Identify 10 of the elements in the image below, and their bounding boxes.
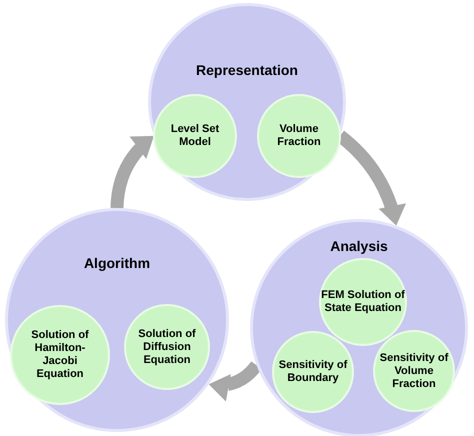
step-label: Volume Fraction xyxy=(276,123,322,149)
step-label: Sensitivity of Boundary xyxy=(278,359,348,385)
step-label: Level Set Model xyxy=(170,123,220,149)
stage-title: Analysis xyxy=(330,238,388,255)
stage-title: Algorithm xyxy=(84,255,150,272)
step-label: FEM Solution of State Equation xyxy=(321,289,405,315)
step-label: Solution of Hamilton-Jacobi Equation xyxy=(30,329,90,381)
step-label: Sensitivity of Volume Fraction xyxy=(378,352,450,390)
stage-title: Representation xyxy=(196,62,298,79)
step-label: Solution of Diffusion Equation xyxy=(137,328,197,366)
